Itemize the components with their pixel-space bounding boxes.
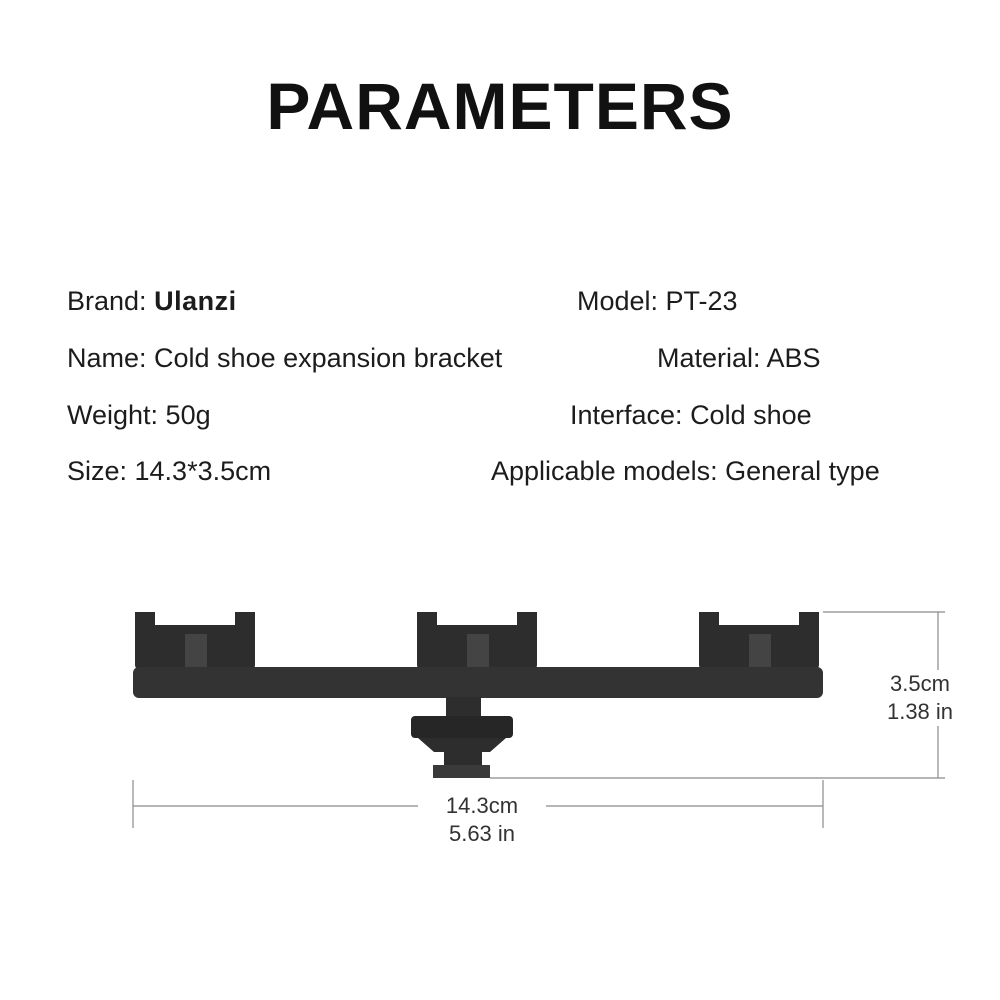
neck bbox=[444, 750, 482, 766]
shoe-foot bbox=[433, 765, 490, 778]
height-in: 1.38 in bbox=[886, 699, 954, 724]
spec-applicable-models: Applicable models: General type bbox=[491, 456, 880, 486]
spec-weight: Weight: 50g bbox=[67, 400, 211, 430]
width-cm: 14.3cm bbox=[445, 793, 519, 818]
spec-brand: Brand: Ulanzi bbox=[67, 286, 237, 317]
height-cm: 3.5cm bbox=[890, 671, 950, 696]
bracket-product bbox=[133, 612, 823, 778]
bracket-bar bbox=[133, 667, 823, 698]
knob-taper bbox=[418, 738, 506, 752]
width-in: 5.63 in bbox=[448, 821, 516, 846]
lock-knob bbox=[411, 716, 513, 738]
cold-shoe-left bbox=[135, 612, 255, 670]
brand-label: Brand: bbox=[67, 286, 147, 316]
width-dimension: 14.3cm 5.63 in bbox=[418, 792, 546, 848]
brand-logo: Ulanzi bbox=[154, 286, 237, 316]
spec-name: Name: Cold shoe expansion bracket bbox=[67, 343, 503, 373]
stem bbox=[446, 697, 481, 719]
spec-size: Size: 14.3*3.5cm bbox=[67, 456, 272, 486]
spec-material: Material: ABS bbox=[657, 343, 821, 373]
cold-shoe-center bbox=[417, 612, 537, 670]
spec-model: Model: PT-23 bbox=[577, 286, 738, 316]
cold-shoe-right bbox=[699, 612, 819, 670]
spec-interface: Interface: Cold shoe bbox=[570, 400, 812, 430]
height-dimension: 3.5cm 1.38 in bbox=[870, 670, 970, 726]
page-title: PARAMETERS bbox=[266, 69, 734, 143]
